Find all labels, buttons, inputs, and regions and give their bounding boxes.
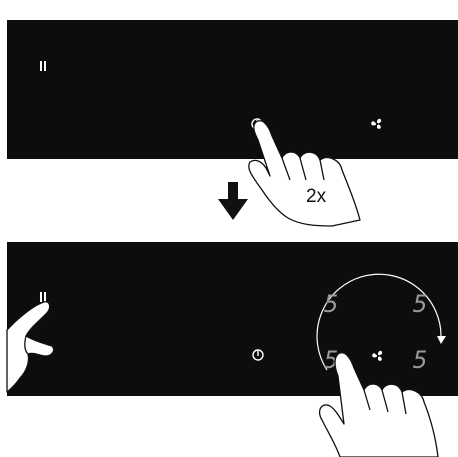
- pause-icon[interactable]: [40, 292, 46, 302]
- zone-display-rear-right: 5: [413, 290, 427, 318]
- step-count-label: 2x: [306, 186, 327, 207]
- power-icon[interactable]: [253, 350, 263, 360]
- fan-icon[interactable]: [372, 351, 382, 361]
- fan-icon[interactable]: [371, 119, 381, 129]
- down-arrow-icon: [218, 182, 248, 220]
- svg-text:5: 5: [324, 290, 338, 318]
- hand-icon: [249, 121, 360, 226]
- zone-display-front-right: 5: [413, 346, 427, 374]
- zone-display-rear-left: 5: [324, 290, 338, 318]
- hand-icon: [7, 302, 54, 392]
- svg-text:5: 5: [413, 346, 427, 374]
- pause-icon[interactable]: [40, 61, 46, 71]
- svg-text:5: 5: [413, 290, 427, 318]
